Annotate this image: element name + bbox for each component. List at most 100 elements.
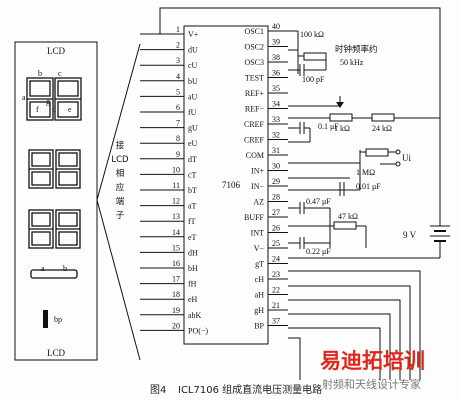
lcd-digit-1 [26,77,54,121]
left-pin-number-5: 5 [176,87,180,96]
left-pin-name-3: cU [188,61,198,70]
lcd-digit-3 [28,149,54,189]
left-pin-number-15: 15 [172,243,180,252]
connect-label-char-4: 端 [116,196,125,207]
right-pin-number-23: 23 [272,270,280,279]
right-pin-group: 40OSC139OSC238OSC336TEST35REF+34REF−33CR… [244,22,288,331]
lcd-seg-label-a: a [22,93,26,102]
right-pin-number-32: 32 [272,131,280,140]
r-osc [303,52,327,61]
right-pin-name-28: AZ [253,198,264,207]
chip-body [183,25,269,345]
right-pin-name-29: IN− [251,182,264,191]
left-pin-number-12: 12 [172,197,180,206]
r-buff [333,221,357,230]
lcd-seg-label-e: e [68,105,72,114]
lcd-sign-segment: a b [30,264,78,279]
lcd-title-bottom: LCD [47,348,66,358]
lcd-digit-6 [55,209,81,249]
c-in-label: 0.01 μF [356,182,381,191]
left-pin-number-18: 18 [172,290,180,299]
vin-terminal-2[interactable] [395,161,401,167]
left-pin-name-11: bT [188,186,197,195]
right-pin-number-38: 38 [272,53,280,62]
right-pin-number-27: 27 [272,208,280,217]
right-pin-name-31: COM [246,151,264,160]
watermark-sub: 射频和天线设计专家 [322,377,421,391]
left-pin-number-1: 1 [176,25,180,34]
ic-chip: 7106 1V+2dU3cU4bU5aU6fU7gU8eU9dT10cT11bT… [140,22,288,345]
right-pin-name-32: CREF [244,136,265,145]
right-pin-number-37: 37 [272,317,280,326]
left-pin-name-19: abK [188,311,202,320]
left-pin-number-13: 13 [172,212,180,221]
lcd-seg-label-c: c [58,69,62,78]
left-pin-name-5: aU [188,92,198,101]
lcd-seg-label-g: g [46,97,50,106]
left-pin-number-14: 14 [172,228,180,237]
left-pin-name-18: eH [188,295,198,304]
connect-label-char-1: LCD [111,155,129,165]
lcd-sign-label-b: b [63,264,67,273]
right-pin-name-22: aH [255,291,265,300]
chip-name: 7106 [222,180,241,190]
left-pin-group: 1V+2dU3cU4bU5aU6fU7gU8eU9dT10cT11bT12aT1… [140,25,208,335]
right-pin-number-31: 31 [272,146,280,155]
lcd-seg-label-b: b [38,69,42,78]
lcd-panel: LCD LCD a b c f g e d [14,41,98,361]
figure-number: 图4 [150,384,166,396]
connect-label-char-3: 应 [116,182,125,193]
left-pin-name-2: dU [188,46,198,55]
right-pin-name-39: OSC2 [244,43,264,52]
connect-label-char-0: 接 [116,140,125,151]
right-pin-number-33: 33 [272,115,280,124]
right-pin-name-21: gH [254,306,264,315]
left-pin-number-17: 17 [172,275,180,284]
right-pin-name-24: gT [255,260,264,269]
vin-label: Ui [402,153,411,163]
r-in [365,148,389,157]
connect-label-char-5: 子 [116,211,125,221]
lcd-bp-segment: bp [43,310,62,328]
left-pin-number-4: 4 [176,72,180,81]
left-pin-name-10: cT [188,170,197,179]
lcd-bp-label: bp [54,315,62,324]
clock-label: 时钟频率约 [335,44,378,55]
right-pin-name-27: BUFF [244,213,265,222]
right-pin-number-28: 28 [272,193,280,202]
vplus-rail [159,7,441,226]
pot-label: 1 kΩ [334,124,350,133]
c-osc-label: 100 pF [302,75,325,84]
left-pin-name-13: fT [188,217,196,226]
left-pin-name-9: dT [188,155,197,164]
right-pin-number-34: 34 [272,100,280,109]
vin-terminal-1[interactable] [395,149,401,155]
r-buff-label: 47 kΩ [338,212,358,221]
battery: 9 V [403,225,450,258]
lcd-digit-2 [54,77,82,121]
lcd-seg-label-d: d [52,105,56,114]
right-pin-name-35: REF+ [245,89,265,98]
lcd-bp-bar [43,310,48,328]
right-pin-number-25: 25 [272,239,280,248]
pot-wiper [336,102,344,108]
clock-freq: 50 kHz [340,58,364,67]
right-pin-number-36: 36 [272,69,280,78]
right-pin-number-21: 21 [272,301,280,310]
left-pin-name-7: gU [188,124,198,133]
right-pin-name-33: CREF [244,120,265,129]
pot-resistor [329,113,353,122]
left-pin-name-16: bH [188,264,198,273]
left-pin-number-20: 20 [172,321,180,330]
c-az-label: 0.47 μF [306,197,331,206]
left-pin-number-6: 6 [176,103,180,112]
right-pin-name-36: TEST [245,74,264,83]
right-pin-number-39: 39 [272,38,280,47]
left-pin-name-4: bU [188,77,198,86]
left-pin-name-17: fH [188,280,197,289]
right-pin-name-34: REF− [245,105,265,114]
lcd-title-top: LCD [47,46,66,56]
left-pin-number-9: 9 [176,150,180,159]
right-pin-number-22: 22 [272,286,280,295]
right-pin-number-35: 35 [272,84,280,93]
